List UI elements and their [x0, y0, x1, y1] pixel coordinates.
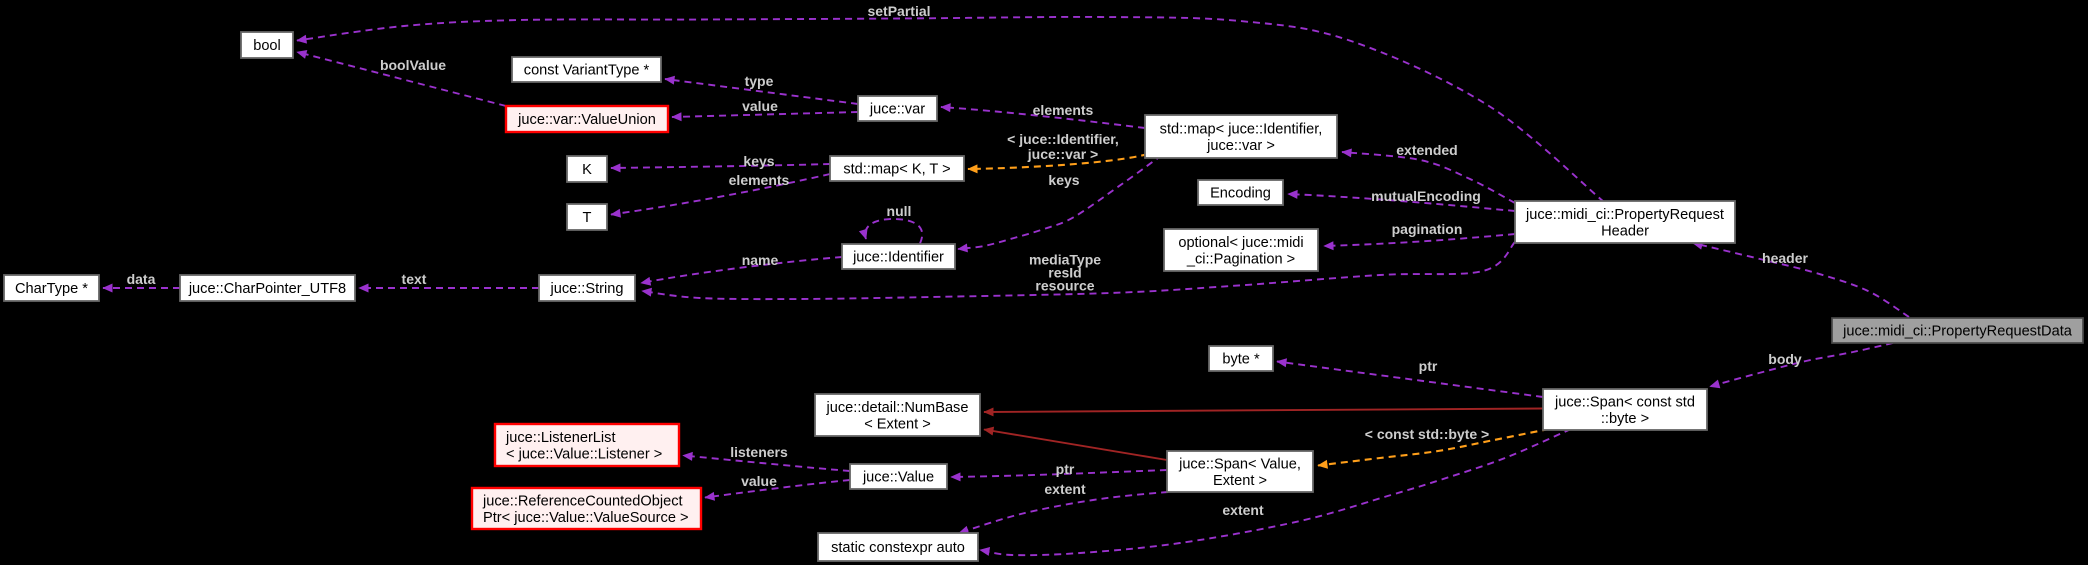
svg-text:keys: keys — [1048, 172, 1079, 188]
svg-text:juce::var::ValueUnion: juce::var::ValueUnion — [517, 112, 656, 128]
svg-text:ptr: ptr — [1056, 461, 1075, 477]
svg-text:name: name — [742, 252, 779, 268]
svg-text:optional< juce::midi: optional< juce::midi — [1178, 235, 1303, 251]
svg-text:const VariantType *: const VariantType * — [524, 63, 650, 79]
svg-text:juce::ListenerList: juce::ListenerList — [505, 430, 616, 446]
svg-text:juce::CharPointer_UTF8: juce::CharPointer_UTF8 — [188, 281, 346, 297]
svg-text:< const std::byte >: < const std::byte > — [1365, 426, 1489, 442]
svg-text:mediaType: mediaType — [1029, 251, 1101, 267]
svg-text:_ci::Pagination >: _ci::Pagination > — [1186, 251, 1295, 267]
svg-text:listeners: listeners — [730, 444, 788, 460]
svg-text:pagination: pagination — [1392, 221, 1463, 237]
svg-text:Ptr< juce::Value::ValueSource: Ptr< juce::Value::ValueSource > — [483, 510, 689, 526]
svg-text:body: body — [1768, 351, 1802, 367]
svg-text:juce::var: juce::var — [869, 102, 925, 118]
svg-text:juce::Span< Value,: juce::Span< Value, — [1178, 456, 1301, 472]
svg-text:value: value — [742, 98, 778, 114]
svg-text:static constexpr auto: static constexpr auto — [831, 540, 965, 556]
svg-text:std::map< K, T >: std::map< K, T > — [843, 162, 950, 178]
svg-text:type: type — [745, 73, 774, 89]
svg-text:ptr: ptr — [1419, 358, 1438, 374]
svg-text:elements: elements — [729, 172, 790, 188]
svg-text:data: data — [127, 271, 156, 287]
svg-text:juce::Value: juce::Value — [862, 470, 934, 486]
svg-text:header: header — [1762, 250, 1808, 266]
svg-text:juce::String: juce::String — [549, 281, 623, 297]
svg-text:T: T — [583, 210, 592, 226]
svg-text:< Extent >: < Extent > — [864, 416, 931, 432]
svg-text:mutualEncoding: mutualEncoding — [1371, 188, 1481, 204]
svg-text:< juce::Identifier,: < juce::Identifier, — [1007, 131, 1119, 147]
svg-text:resource: resource — [1035, 277, 1094, 293]
svg-text:extended: extended — [1396, 142, 1457, 158]
svg-text:K: K — [582, 162, 592, 178]
svg-text:resId: resId — [1048, 264, 1081, 280]
svg-text:byte *: byte * — [1222, 352, 1260, 368]
svg-text:elements: elements — [1033, 102, 1094, 118]
svg-text:juce::Span< const std: juce::Span< const std — [1554, 394, 1695, 410]
svg-text:setPartial: setPartial — [867, 3, 930, 19]
svg-text:extent: extent — [1044, 481, 1086, 497]
svg-text:juce::detail::NumBase: juce::detail::NumBase — [826, 400, 969, 416]
svg-text:juce::Identifier: juce::Identifier — [852, 250, 944, 266]
svg-text:juce::midi_ci::PropertyRequest: juce::midi_ci::PropertyRequestData — [1842, 324, 2073, 340]
svg-text:std::map< juce::Identifier,: std::map< juce::Identifier, — [1160, 121, 1323, 137]
svg-text:juce::var >: juce::var > — [1206, 138, 1275, 154]
svg-text:text: text — [402, 271, 427, 287]
svg-text:juce::ReferenceCountedObject: juce::ReferenceCountedObject — [482, 493, 683, 509]
svg-text:juce::var >: juce::var > — [1027, 146, 1098, 162]
svg-text:juce::midi_ci::PropertyRequest: juce::midi_ci::PropertyRequest — [1525, 207, 1724, 223]
svg-text:< juce::Value::Listener >: < juce::Value::Listener > — [506, 446, 662, 462]
svg-text:null: null — [887, 203, 912, 219]
svg-text:bool: bool — [253, 38, 281, 54]
svg-text:Encoding: Encoding — [1210, 186, 1271, 202]
svg-text:extent: extent — [1222, 502, 1264, 518]
svg-text:CharType *: CharType * — [15, 281, 88, 297]
svg-text:keys: keys — [743, 153, 774, 169]
svg-text:::byte >: ::byte > — [1601, 411, 1649, 427]
svg-text:Extent >: Extent > — [1213, 473, 1267, 489]
svg-text:value: value — [741, 473, 777, 489]
svg-text:boolValue: boolValue — [380, 57, 446, 73]
svg-text:Header: Header — [1601, 223, 1649, 239]
